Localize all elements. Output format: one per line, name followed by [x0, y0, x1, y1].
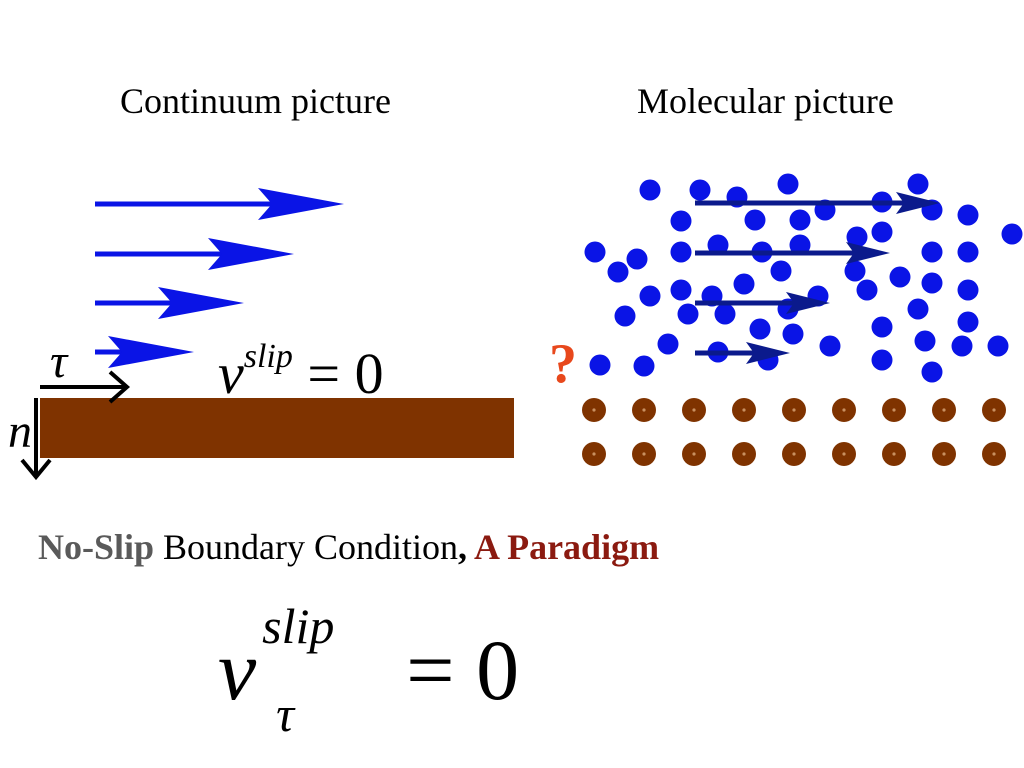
normal-axis-arrow: [20, 398, 52, 481]
wall-atom-center: [792, 408, 796, 412]
wall-atom-center: [842, 408, 846, 412]
main-eq-v: v: [218, 622, 257, 718]
fluid-molecule: [626, 248, 648, 270]
caption-comma: ,: [458, 527, 468, 567]
molecular-velocity-arrow-head: [746, 342, 790, 364]
velocity-arrow-head: [208, 238, 294, 270]
fluid-molecule: [1001, 223, 1023, 245]
fluid-molecule: [589, 354, 611, 376]
fluid-molecule: [670, 279, 692, 301]
fluid-molecule: [770, 260, 792, 282]
fluid-molecule: [921, 361, 943, 383]
wall-atom-center: [842, 452, 846, 456]
fluid-molecule: [957, 204, 979, 226]
velocity-profile-arrows: [95, 188, 344, 368]
wall-atom-center: [792, 452, 796, 456]
tau-label: τ: [50, 335, 68, 388]
molecular-diagram: [582, 173, 1023, 466]
fluid-molecule: [957, 311, 979, 333]
main-eq-sub: τ: [276, 686, 295, 742]
wall-atom-center: [892, 408, 896, 412]
wall-atom-center: [642, 408, 646, 412]
fluid-molecule: [846, 226, 868, 248]
fluid-molecule: [744, 209, 766, 231]
eq-sup: slip: [243, 338, 293, 375]
fluid-molecule: [614, 305, 636, 327]
main-eq-rest: = 0: [406, 622, 520, 718]
fluid-molecule: [957, 241, 979, 263]
fluid-molecule: [777, 173, 799, 195]
wall-atom-center: [742, 408, 746, 412]
velocity-arrow-head: [258, 188, 344, 220]
question-mark: ?: [549, 333, 577, 395]
fluid-molecule: [921, 241, 943, 263]
wall-atom-center: [942, 408, 946, 412]
fluid-molecule: [657, 333, 679, 355]
caption: No-Slip Boundary Condition, A Paradigm: [38, 526, 659, 568]
fluid-molecule: [789, 234, 811, 256]
fluid-molecule: [677, 303, 699, 325]
fluid-molecule: [639, 179, 661, 201]
wall-atom-center: [692, 408, 696, 412]
tangential-axis-arrow: [40, 370, 131, 404]
continuum-diagram: [20, 188, 514, 481]
wall-atom-center: [992, 408, 996, 412]
slip-equation-small: vslip = 0: [218, 338, 384, 407]
fluid-molecule: [584, 241, 606, 263]
main-eq-sup: slip: [262, 598, 335, 654]
fluid-molecule: [844, 260, 866, 282]
fluid-molecule: [957, 279, 979, 301]
wall-atom-center: [892, 452, 896, 456]
n-label: n: [8, 405, 32, 458]
continuum-heading: Continuum picture: [120, 81, 391, 121]
fluid-molecule: [733, 273, 755, 295]
fluid-molecule: [921, 272, 943, 294]
molecular-velocity-arrow-head: [896, 192, 940, 214]
fluid-molecule: [782, 323, 804, 345]
fluid-molecule: [987, 335, 1009, 357]
wall-atom-center: [592, 408, 596, 412]
fluid-molecule: [689, 179, 711, 201]
wall-atom-center: [642, 452, 646, 456]
fluid-molecule: [749, 318, 771, 340]
eq-v: v: [218, 341, 244, 406]
molecular-heading: Molecular picture: [637, 81, 894, 121]
fluid-molecule: [871, 316, 893, 338]
fluid-molecule: [639, 285, 661, 307]
fluid-molecule: [907, 173, 929, 195]
fluid-molecule: [856, 279, 878, 301]
fluid-molecule: [670, 210, 692, 232]
velocity-arrow-head: [108, 336, 194, 368]
fluid-molecule: [871, 221, 893, 243]
fluid-molecule: [914, 330, 936, 352]
fluid-molecule: [871, 349, 893, 371]
wall-atom-center: [992, 452, 996, 456]
fluid-molecule: [607, 261, 629, 283]
fluid-molecule: [907, 298, 929, 320]
eq-rest: = 0: [307, 341, 384, 406]
fluid-molecule: [714, 303, 736, 325]
caption-boundary-condition: Boundary Condition: [154, 527, 459, 567]
fluid-molecule: [819, 335, 841, 357]
wall-atom-center: [592, 452, 596, 456]
molecular-velocity-arrow-head: [846, 242, 890, 264]
fluid-molecule: [789, 209, 811, 231]
fluid-molecule: [670, 241, 692, 263]
fluid-molecule: [889, 266, 911, 288]
caption-paradigm: A Paradigm: [467, 527, 660, 567]
fluid-molecule: [951, 335, 973, 357]
solid-wall: [40, 398, 514, 458]
wall-atom-center: [942, 452, 946, 456]
fluid-molecule: [707, 234, 729, 256]
wall-atom-center: [742, 452, 746, 456]
molecular-velocity-arrow-head: [786, 292, 830, 314]
wall-atom-center: [692, 452, 696, 456]
velocity-arrow-head: [158, 287, 244, 319]
fluid-molecule: [633, 355, 655, 377]
caption-no-slip: No-Slip: [38, 527, 155, 567]
